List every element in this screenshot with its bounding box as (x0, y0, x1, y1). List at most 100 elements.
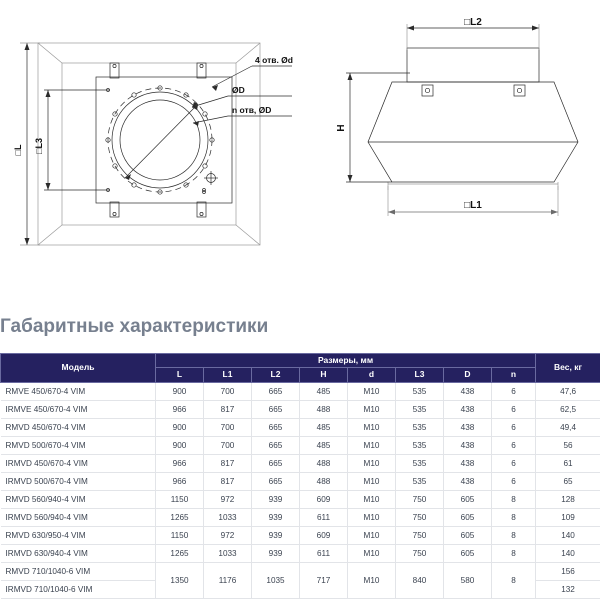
cell-l1: 700 (203, 435, 252, 455)
technical-drawings: 4 отв. Ød ØD n отв, ØD □L □L3 (13, 17, 579, 246)
cell-d: 438 (443, 435, 492, 455)
cell-l1: 817 (203, 453, 252, 473)
cell-weight: 61 (535, 453, 600, 473)
cell-weight: 47,6 (535, 381, 600, 401)
cell-d: M10 (347, 543, 396, 563)
cell-l3: 535 (395, 435, 444, 455)
cell-l3: 535 (395, 471, 444, 491)
front-view-drawing: 4 отв. Ød ØD n отв, ØD □L □L3 (13, 42, 293, 246)
column-header-h: H (299, 367, 348, 383)
cell-l: 900 (155, 381, 204, 401)
cell-weight: 109 (535, 507, 600, 527)
cell-l1: 700 (203, 381, 252, 401)
cell-d: 438 (443, 399, 492, 419)
cell-l1: 1033 (203, 543, 252, 563)
cell-l3: 535 (395, 399, 444, 419)
cell-d: M10 (347, 525, 396, 545)
cell-weight: 128 (535, 489, 600, 509)
cell-l: 1265 (155, 507, 204, 527)
table-header: Модель Размеры, мм Вес, кг L L1 L2 H d L… (0, 352, 600, 383)
cell-d: 438 (443, 453, 492, 473)
column-header-l: L (155, 367, 204, 383)
cell-d: M10 (347, 489, 396, 509)
cell-h: 488 (299, 399, 348, 419)
cell-h: 611 (299, 507, 348, 527)
cell-d: M10 (347, 561, 396, 599)
cell-n: 8 (491, 489, 537, 509)
cell-n: 6 (491, 399, 537, 419)
column-header-l1: L1 (203, 367, 252, 383)
cell-l1: 700 (203, 417, 252, 437)
specifications-table: Модель Размеры, мм Вес, кг L L1 L2 H d L… (0, 352, 600, 599)
cell-l: 1350 (155, 561, 204, 599)
cell-d: 605 (443, 525, 492, 545)
cell-l2: 665 (251, 471, 300, 491)
cell-weight: 140 (535, 543, 600, 563)
cell-l2: 665 (251, 417, 300, 437)
label-dim-h: H (336, 124, 347, 131)
table-header-row-2: L L1 L2 H d L3 D n (1, 367, 600, 383)
label-dim-l2: □L2 (464, 17, 482, 28)
cell-n: 6 (491, 435, 537, 455)
cell-l1: 1176 (203, 561, 252, 599)
cell-l: 900 (155, 417, 204, 437)
column-header-l3: L3 (395, 367, 444, 383)
cell-d: M10 (347, 381, 396, 401)
cell-h: 611 (299, 543, 348, 563)
label-diameter-d: ØD (232, 85, 245, 95)
cell-h: 609 (299, 489, 348, 509)
cell-l1: 972 (203, 489, 252, 509)
column-header-model: Модель (0, 353, 156, 383)
column-header-dimensions-group: Размеры, мм (154, 352, 537, 369)
cell-l3: 750 (395, 507, 444, 527)
cell-l3: 840 (395, 561, 444, 599)
cell-n: 8 (491, 507, 537, 527)
label-dim-l1: □L1 (464, 200, 482, 211)
cell-model: RMVD 560/940-4 VIM (0, 489, 156, 509)
cell-model: IRMVD 450/670-4 VIM (0, 453, 156, 473)
cell-n: 6 (491, 453, 537, 473)
cell-weight: 56 (535, 435, 600, 455)
label-n-holes: n отв, ØD (232, 105, 271, 115)
cell-l: 1150 (155, 489, 204, 509)
cell-l3: 750 (395, 543, 444, 563)
cell-l2: 1035 (251, 561, 300, 599)
cell-n: 6 (491, 381, 537, 401)
cell-h: 717 (299, 561, 348, 599)
cell-l3: 535 (395, 417, 444, 437)
cell-l1: 817 (203, 471, 252, 491)
cell-n: 6 (491, 417, 537, 437)
cell-d: 580 (443, 561, 492, 599)
page-title: Габаритные характеристики (0, 316, 269, 337)
label-dim-l3: □L3 (34, 138, 44, 154)
cell-l3: 750 (395, 489, 444, 509)
cell-n: 8 (491, 543, 537, 563)
cell-d: 605 (443, 507, 492, 527)
cell-weight: 140 (535, 525, 600, 545)
column-header-weight: Вес, кг (535, 353, 600, 383)
specifications-table-container: Модель Размеры, мм Вес, кг L L1 L2 H d L… (0, 352, 600, 599)
cell-weight: 132 (535, 579, 600, 599)
label-4-holes-od: 4 отв. Ød (255, 55, 293, 65)
cell-h: 485 (299, 435, 348, 455)
cell-model: IRMVE 450/670-4 VIM (0, 399, 156, 419)
cell-d: M10 (347, 507, 396, 527)
cell-model: IRMVD 500/670-4 VIM (0, 471, 156, 491)
cell-l2: 939 (251, 543, 300, 563)
cell-model: RMVD 450/670-4 VIM (0, 417, 156, 437)
cell-d: 438 (443, 471, 492, 491)
cell-l3: 750 (395, 525, 444, 545)
cell-l: 966 (155, 453, 204, 473)
cell-l3: 535 (395, 381, 444, 401)
cell-model: RMVD 630/950-4 VIM (0, 525, 156, 545)
cell-model: IRMVD 560/940-4 VIM (0, 507, 156, 527)
